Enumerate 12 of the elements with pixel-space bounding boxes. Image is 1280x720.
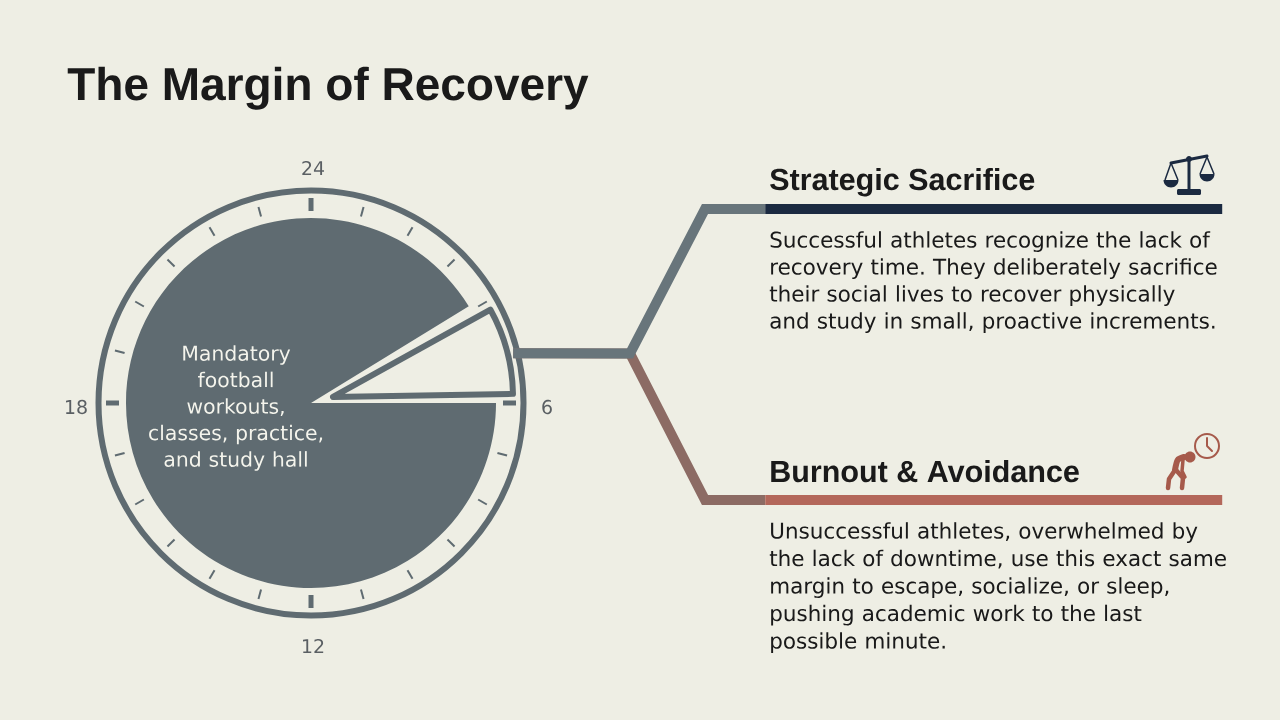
body-text: Successful athletes recognize the lack of recovery time. They deliberately sacrifice their social lives to recover physically and study in small, proactive increments. — [769, 231, 1217, 333]
pie-sector: Mandatory football workouts, classes, practice, and study hall — [126, 218, 496, 588]
body-text: Unsuccessful athletes, overwhelmed by the lack of downtime, use this exact same margin to escape, socialize, or sleep, pushing academic work to the last possible minute. — [769, 522, 1226, 653]
section-heading: Burnout & Avoidance — [771, 459, 1079, 483]
pie-wedge — [330, 306, 516, 400]
hour-label: 24 — [302, 160, 324, 176]
hour-label: 18 — [66, 399, 87, 415]
connector-line — [513, 204, 765, 359]
hour-label: 12 — [303, 638, 324, 654]
title: The Margin of Recovery — [67, 66, 589, 110]
hour-label: 6 — [542, 399, 552, 415]
section-heading: Strategic Sacrifice — [770, 167, 1035, 197]
